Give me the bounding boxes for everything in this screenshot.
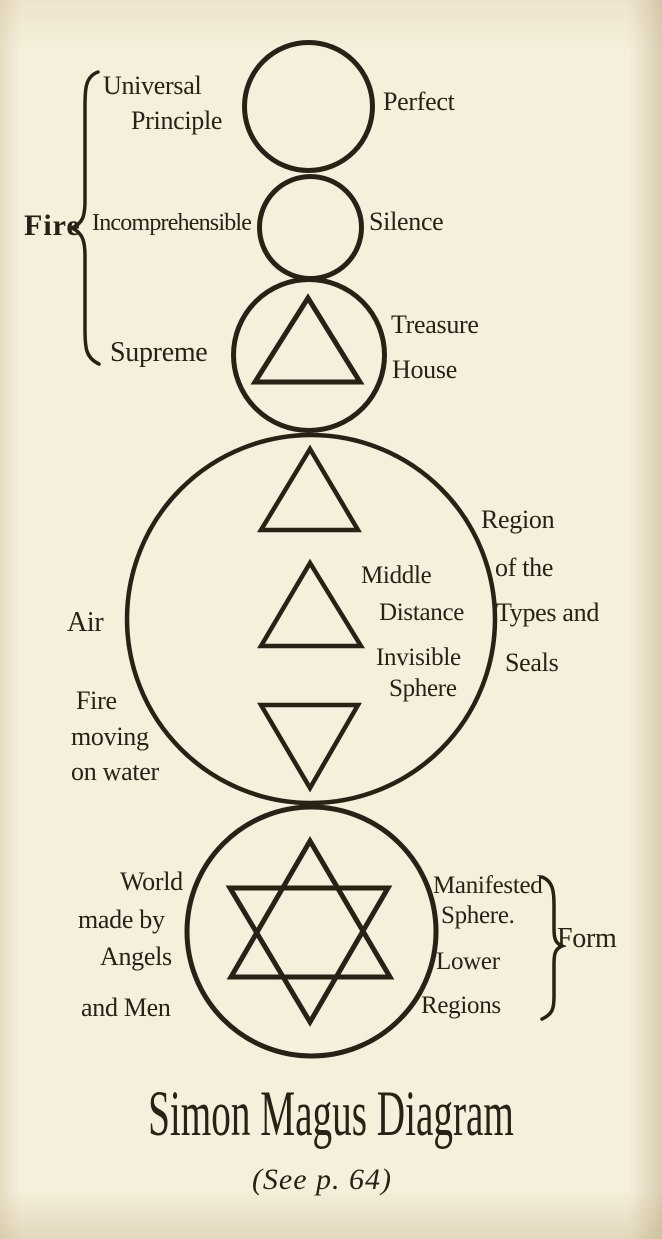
air-label: Air (67, 607, 104, 638)
world-label-line4: and Men (81, 993, 171, 1022)
triangle-down-icon (257, 702, 362, 793)
world-label-line2: made by (78, 905, 165, 934)
manifested-label-line3: Lower (436, 948, 500, 975)
circle-perfect (242, 40, 375, 173)
silence-label: Silence (369, 207, 444, 236)
middle-distance-label-line1: Middle (361, 562, 432, 589)
fire-moving-label-line2: moving (71, 722, 149, 751)
hexagram-down-triangle-icon (225, 885, 393, 1027)
invisible-sphere-label-line2: Sphere (389, 675, 457, 702)
triangle-up-icon (250, 293, 365, 385)
universal-principle-label-line1: Universal (103, 71, 202, 100)
treasure-house-label-line1: Treasure (391, 310, 479, 339)
circle-silence (257, 174, 364, 281)
world-label-line1: World (120, 867, 183, 896)
circle-manifested-sphere (184, 804, 439, 1059)
fire-moving-label-line1: Fire (76, 686, 117, 715)
circle-invisible-sphere (124, 432, 498, 806)
incomprehensible-label: Incomprehensible (92, 210, 252, 236)
triangle-up-icon (257, 444, 362, 533)
region-label-line1: Region (481, 505, 555, 534)
form-brace (540, 875, 567, 1021)
form-group-label: Form (557, 923, 617, 954)
diagram-title: Simon Magus Diagram (148, 1078, 514, 1150)
region-label-line2: of the (495, 553, 554, 582)
treasure-house-label-line2: House (392, 355, 457, 384)
world-label-line3: Angels (100, 942, 172, 971)
supreme-label: Supreme (110, 337, 208, 368)
fire-group-label: Fire (24, 209, 81, 242)
manifested-label-line4: Regions (421, 992, 501, 1019)
manifested-label-line2: Sphere. (441, 902, 515, 929)
triangle-up-icon (257, 558, 366, 649)
universal-principle-label-line2: Principle (131, 106, 223, 135)
invisible-sphere-label-line1: Invisible (376, 644, 461, 671)
manifested-label-line1: Manifested (433, 872, 543, 899)
middle-distance-label-line2: Distance (379, 599, 465, 626)
fire-brace (67, 70, 101, 366)
region-label-line4: Seals (505, 648, 559, 677)
diagram-reference: (See p. 64) (251, 1163, 393, 1196)
fire-moving-label-line3: on water (71, 757, 159, 786)
region-label-line3: Types and (496, 598, 600, 627)
perfect-label: Perfect (383, 87, 455, 116)
hexagram-up-triangle-icon (226, 836, 395, 980)
circle-treasure-house (231, 277, 387, 433)
